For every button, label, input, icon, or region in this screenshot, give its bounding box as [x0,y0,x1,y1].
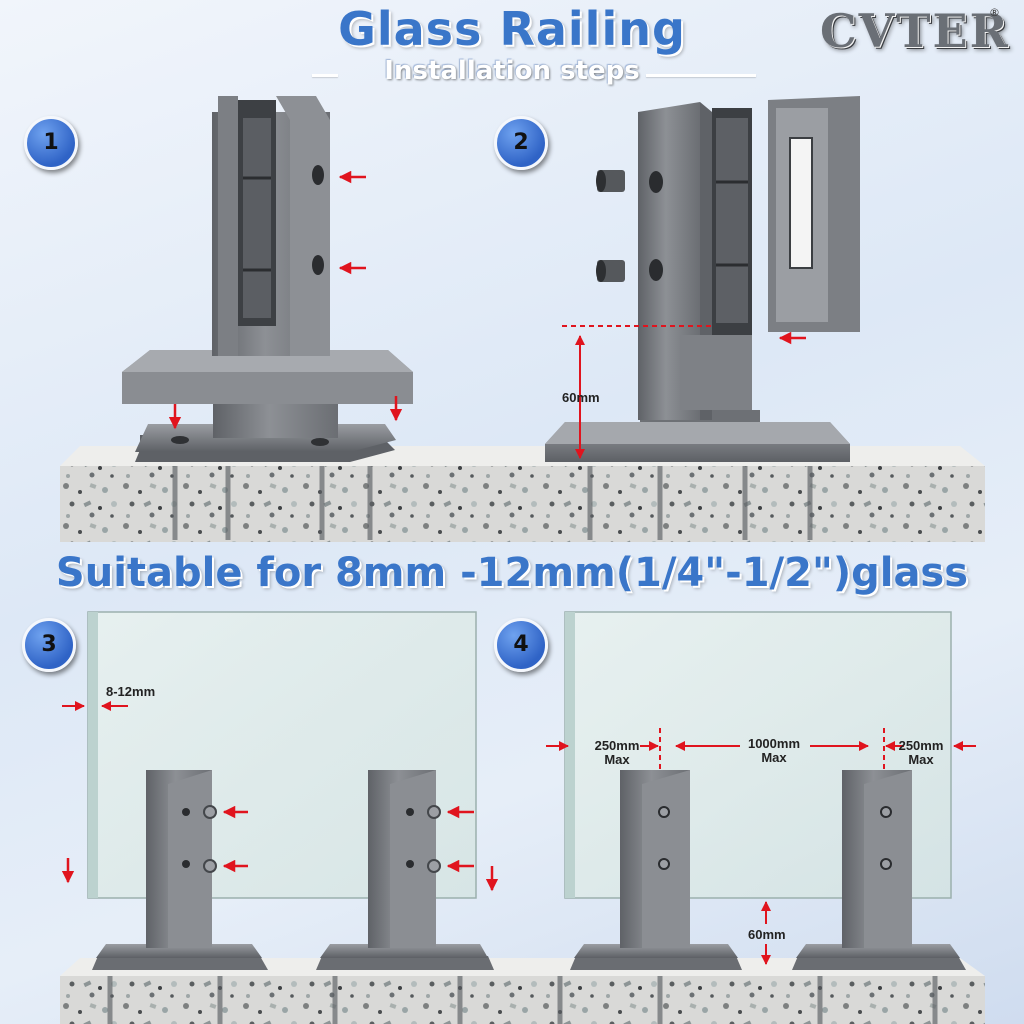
step4-spigot-right [792,770,966,970]
subtitle-left-rule [312,74,338,77]
step4-left-spacing-value: 250mm [594,738,640,753]
step-badge-4: 4 [494,618,548,672]
step4-left-spacing-label: 250mm Max [586,739,648,767]
step4-middle-spacing-note: Max [761,750,787,765]
step-badge-3: 3 [22,618,76,672]
brand-logo: CVTER [820,4,1010,58]
step4-middle-spacing-value: 1000mm [747,736,801,751]
step-badge-1: 1 [24,116,78,170]
step3-spigot-left [92,770,268,970]
glass-thickness-caption: Suitable for 8mm -12mm(1/4"-1/2")glass [55,550,969,596]
step4-middle-spacing-label: 1000mm Max [740,737,808,765]
step3-thickness-label: 8-12mm [106,684,156,699]
step1-spigot [122,96,413,462]
step2-spigot [545,102,850,462]
step4-spigot-left [570,770,742,970]
step4-gap-label: 60mm [748,927,786,942]
step4-right-spacing-value: 250mm [898,738,944,753]
subtitle-right-rule [646,74,756,77]
step-badge-2: 2 [494,116,548,170]
step3-spigot-right [316,770,494,970]
step2-dimension-label: 60mm [562,390,600,405]
step2-gasket-insert [768,96,860,332]
step4-right-spacing-note: Max [908,752,934,767]
page-subtitle: Installation steps [384,56,640,86]
step2-set-screws [596,170,625,282]
page-title: Glass Railing [338,2,686,56]
step4-left-spacing-note: Max [604,752,630,767]
step4-right-spacing-label: 250mm Max [890,739,952,767]
bottom-concrete-slab [60,958,985,1024]
registered-mark: ® [989,6,1000,19]
